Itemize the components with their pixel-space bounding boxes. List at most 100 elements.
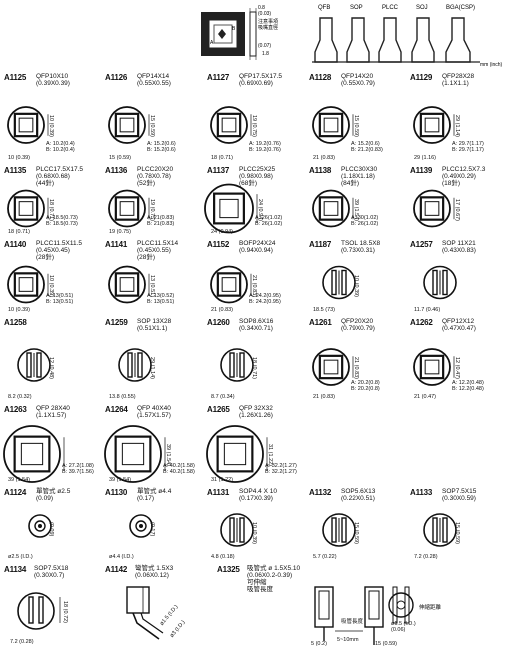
- nozzle-code: A1262: [410, 318, 433, 327]
- nozzle-drawing: [108, 189, 150, 228]
- type-label-bga: BGA(CSP): [446, 5, 475, 11]
- ab-dimensions: A: 27.2(1.08)B: 39.7(1.56): [62, 463, 94, 475]
- nozzle-spec: PLCC30X30(1.18X1.18)(84針): [341, 166, 377, 187]
- ab-dimension-line: B: 40.2(1.58): [163, 469, 195, 475]
- nozzle-drawing: [322, 265, 356, 300]
- side-dimension: 12 (0.47): [454, 357, 460, 380]
- side-dimension: (0.17): [149, 522, 155, 537]
- nozzle-spec: SOP7.5X15(0.30X0.59): [442, 488, 476, 502]
- nozzle-profiles-icon: [314, 17, 471, 63]
- nozzle-spec: BOFP24X24(0.94X0.94): [239, 240, 276, 254]
- header-center-l4: 吸嘴直徑: [258, 24, 278, 31]
- type-label-qfb: QFB: [318, 5, 330, 11]
- nozzle-spec-line: 單管式 ø4.4: [137, 488, 172, 495]
- ab-dimension-line: B: 21(0.83): [147, 221, 175, 227]
- nozzle-spec-line: QFP17.5X17.5: [239, 73, 282, 80]
- side-dimension: 17 (0.67): [454, 198, 460, 221]
- dimension-label: 吸管長度: [341, 619, 364, 625]
- nozzle-drawing: [312, 348, 354, 386]
- nozzle-spec-line: (52針): [137, 180, 156, 187]
- nozzle-spec-line: (44針): [36, 180, 55, 187]
- nozzle-code: A1136: [105, 166, 128, 175]
- nozzle-spec: QFP20X20(0.79X0.79): [341, 318, 375, 332]
- nozzle-spec-line: QFP 28X40: [36, 405, 70, 412]
- nozzle-spec: QFP 32X32(1.26X1.26): [239, 405, 273, 419]
- nozzle-spec-line: (0.94X0.94): [239, 247, 273, 254]
- ab-dimension-line: A: 15.2(0.6): [147, 141, 176, 147]
- nozzle-spec-line: (0.79X0.79): [341, 325, 375, 332]
- svg-text:B: B: [232, 26, 236, 32]
- nozzle-code: A1261: [309, 318, 332, 327]
- nozzle-code: A1131: [207, 488, 230, 497]
- nozzle-spec-line: QFP20X20: [341, 318, 374, 325]
- nozzle-code: A1129: [410, 73, 433, 82]
- nozzle-spec-line: (0.78X0.78): [137, 173, 171, 180]
- ab-dimensions: A: 40.2(1.58)B: 40.2(1.58): [163, 463, 195, 475]
- header-center-l5: (0.07): [258, 43, 271, 49]
- side-dimension: 15 (0.59): [353, 522, 359, 545]
- nozzle-spec-line: QFP 32X32: [239, 405, 273, 412]
- nozzle-spec-line: BOFP24X24: [239, 240, 276, 247]
- nozzle-spec-line: (28針): [137, 254, 156, 261]
- ab-dimension-line: B: 24.2(0.95): [249, 299, 281, 305]
- nozzle-spec: 彎管式 1.5X3(0.06X0.12): [135, 565, 173, 579]
- bottom-dimension: 21 (0.47): [414, 394, 437, 400]
- nozzle-drawing: [413, 189, 455, 228]
- side-dimension: 18 (0.71): [251, 357, 257, 380]
- bottom-dimension: 4.8 (0.18): [211, 554, 235, 560]
- nozzle-spec: QFP12X12(0.47X0.47): [442, 318, 476, 332]
- nozzle-spec-line: 吸管長度: [247, 586, 273, 593]
- nozzle-spec-line: (28針): [36, 254, 55, 261]
- ab-dimensions: A: 18.5(0.73)B: 18.5(0.73): [46, 215, 78, 227]
- nozzle-spec: PLCC12.5X7.3(0.49X0.29)(18針): [442, 166, 485, 187]
- nozzle-spec: SOP4.4 X 10(0.17X0.39): [239, 488, 277, 502]
- type-label-plcc: PLCC: [382, 5, 399, 11]
- nozzle-spec: 單管式 ø4.4(0.17): [137, 488, 171, 502]
- nozzle-spec: 吸管式 ø 1.5X5.10(0.06X0.2-0.39)可伸縮吸管長度: [247, 565, 300, 593]
- bottom-dimension: ø4.4 (I.D.): [109, 554, 134, 560]
- ab-dimension-line: B: 21.2(0.83): [351, 147, 383, 153]
- nozzle-spec: QFP 40X40(1.57X1.57): [137, 405, 171, 419]
- bottom-dimension: 19 (0.75): [109, 229, 132, 235]
- nozzle-drawing: [126, 586, 164, 640]
- bottom-dimension: 21 (0.83): [211, 307, 234, 313]
- nozzle-spec-line: (0.51X1.1): [137, 325, 168, 332]
- nozzle-spec-line: QFP10X10: [36, 73, 69, 80]
- nozzle-spec-line: SOP7.5X18: [34, 565, 69, 572]
- ab-dimension-line: B: 29.7(1.17): [452, 147, 484, 153]
- nozzle-spec-line: (0.06X0.12): [135, 572, 169, 579]
- bottom-dimension: 18.5 (73): [313, 307, 336, 313]
- header-center-l1: 0.8: [258, 5, 265, 11]
- nozzle-drawing: [210, 106, 252, 144]
- nozzle-spec-line: QFP28X28: [442, 73, 475, 80]
- ab-dimension-line: A: 20.2(0.8): [351, 380, 380, 386]
- bottom-dimension: ø2.5 (I.D.): [8, 554, 33, 560]
- nozzle-spec-line: (0.55X0.55): [137, 80, 171, 87]
- dimension-label: 5 (0.2): [311, 641, 327, 647]
- bottom-dimension: 39 (1.54): [109, 477, 132, 483]
- ab-dimensions: A: 26(1.02)B: 26(1.02): [255, 215, 282, 227]
- side-dimension: 29 (1.14): [149, 357, 155, 380]
- nozzle-code: A1130: [105, 488, 128, 497]
- nozzle-spec-line: (0.17X0.39): [239, 495, 273, 502]
- unit-label: mm (inch): [480, 62, 503, 68]
- nozzle-spec-line: 可伸縮: [247, 579, 267, 586]
- ab-dimension-line: B: 18.5(0.73): [46, 221, 78, 227]
- bottom-dimension: 18 (0.71): [211, 155, 234, 161]
- nozzle-spec-line: (1.26X1.26): [239, 412, 273, 419]
- ab-dimension-line: B: 15.2(0.6): [147, 147, 176, 153]
- nozzle-spec: SOP5.6X13(0.22X0.51): [341, 488, 375, 502]
- nozzle-code: A1134: [4, 565, 27, 574]
- nozzle-drawing: [108, 265, 150, 304]
- nozzle-cell: A1130 單管式 ø4.4(0.17) (0.17) ø4.4 (I.D.): [103, 488, 204, 564]
- nozzle-spec: QFP17.5X17.5(0.69X0.69): [239, 73, 282, 87]
- ab-dimensions: A: 20.2(0.8)B: 20.2(0.8): [351, 380, 380, 392]
